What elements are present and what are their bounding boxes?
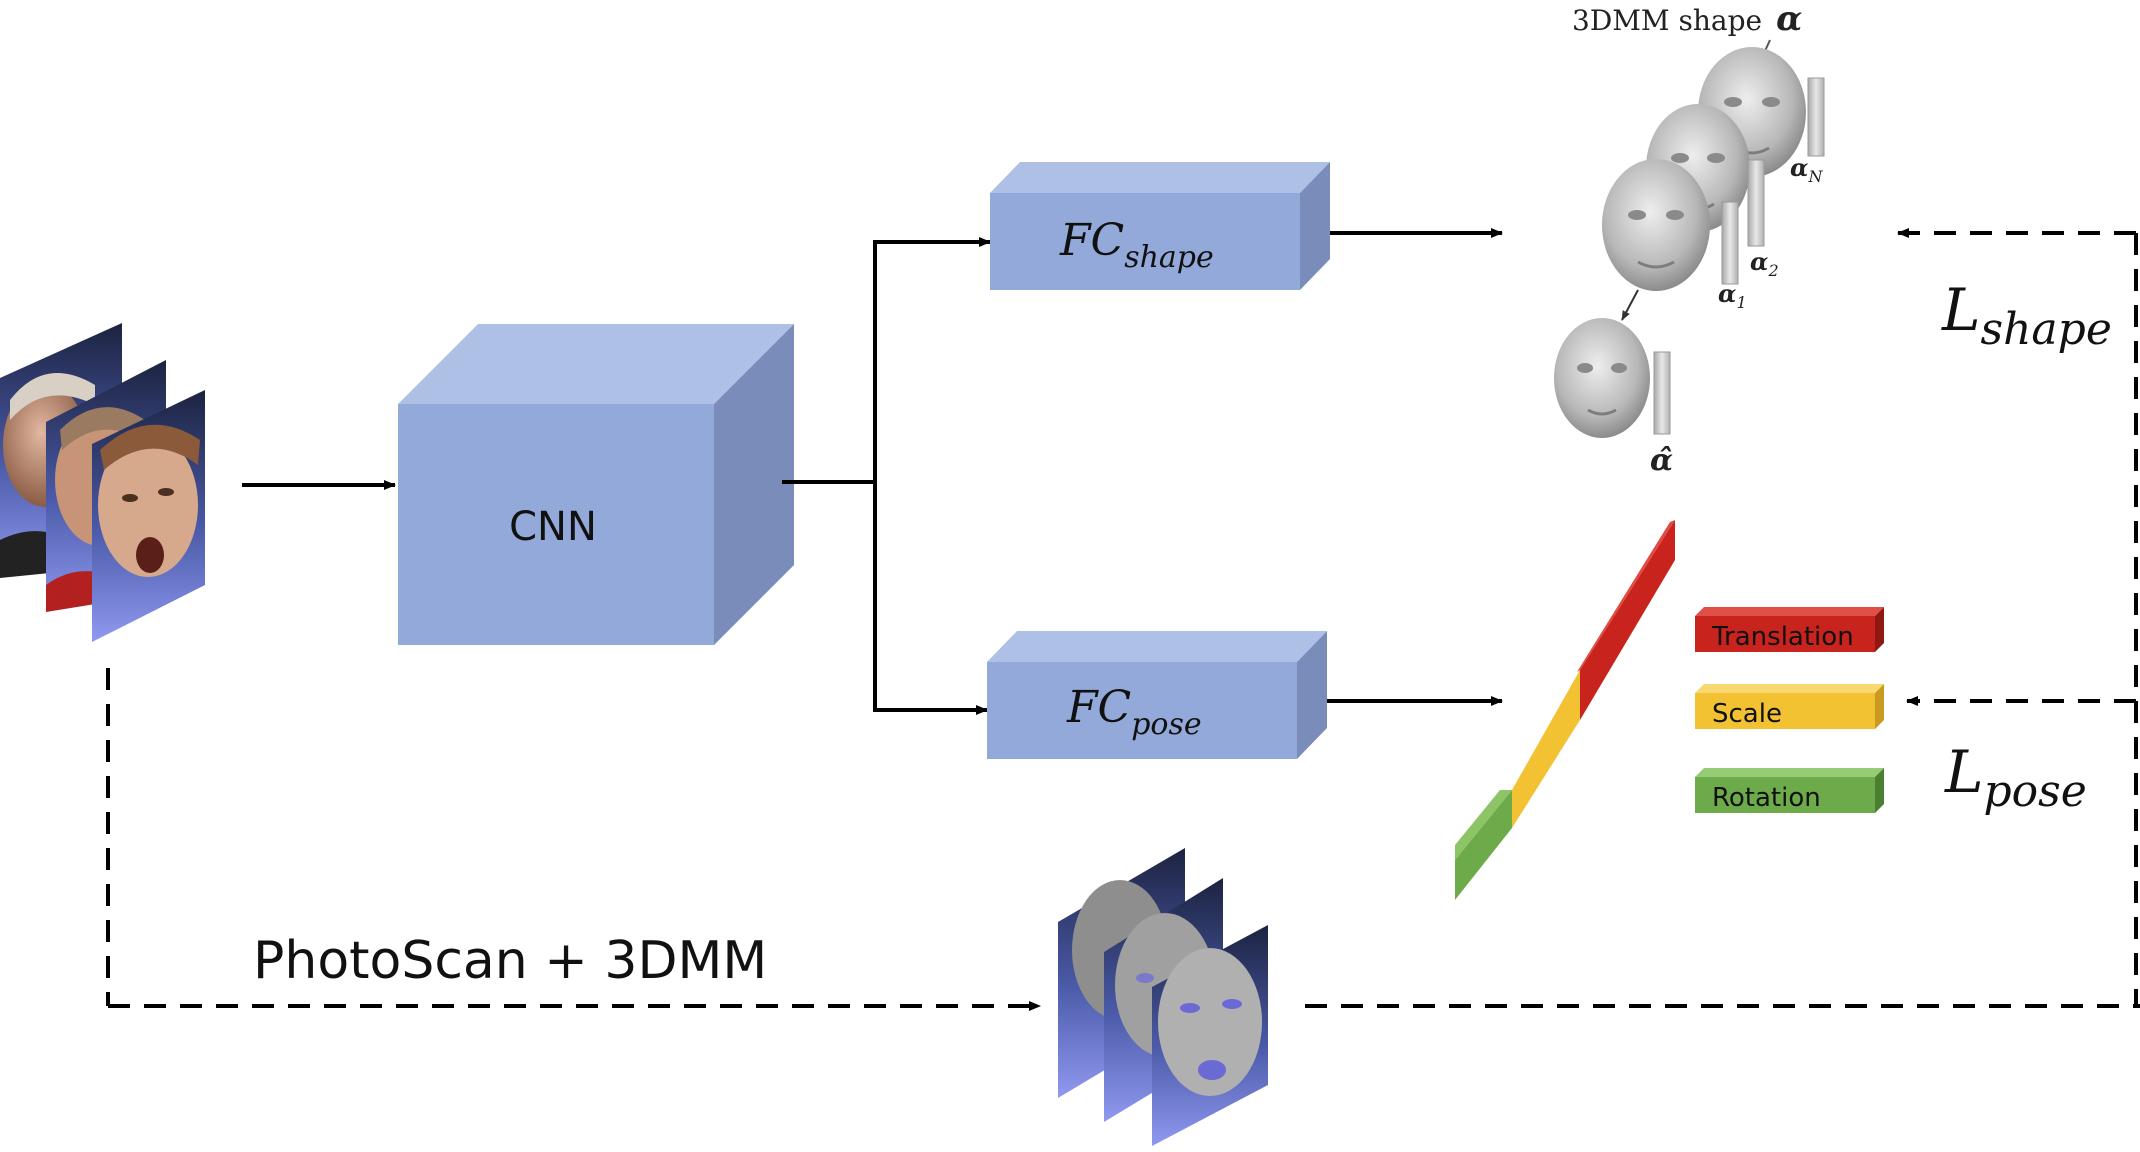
pose-vector <box>1455 520 1675 900</box>
cnn-block: CNN <box>398 324 794 645</box>
branch-connector <box>782 237 991 715</box>
alpha-2-label: α2 <box>1750 247 1779 280</box>
fc-shape-block: FCshape <box>990 162 1330 290</box>
alpha-n-bar <box>1807 77 1825 157</box>
fc-shape-label: FCshape <box>1059 215 1214 275</box>
alpha-n-label: αN <box>1790 153 1823 186</box>
cnn-block-front <box>398 404 714 645</box>
pose-legend: Translation Scale Rotation <box>1695 607 1884 813</box>
pose-vector-translation <box>1580 520 1675 720</box>
legend-scale: Scale <box>1695 684 1884 729</box>
input-face-3 <box>92 390 205 642</box>
alpha-1-label: α1 <box>1718 279 1747 312</box>
svg-text:Scale: Scale <box>1712 699 1782 729</box>
svg-text:Translation: Translation <box>1711 622 1854 652</box>
fc-pose-label: FCpose <box>1066 682 1202 742</box>
photoscan-face-3 <box>1152 925 1268 1146</box>
svg-text:Rotation: Rotation <box>1712 783 1821 813</box>
cnn-block-side <box>714 324 794 645</box>
photoscan-label: PhotoScan + 3DMM <box>253 931 767 991</box>
legend-rotation: Rotation <box>1695 768 1884 813</box>
photoscan-faces <box>1058 848 1268 1146</box>
fc-pose-block: FCpose <box>987 631 1327 759</box>
l-shape-label: Lshape <box>1941 276 2112 355</box>
alpha-2-bar <box>1747 159 1765 247</box>
cnn-label: CNN <box>509 504 597 550</box>
cnn-block-top <box>398 324 794 404</box>
l-pose-label: Lpose <box>1944 738 2087 817</box>
3dmm-face-1 <box>1602 159 1710 291</box>
alpha-hat-bar <box>1653 351 1671 435</box>
dashed-supervision-paths <box>106 228 2140 1011</box>
3dmm-face-predicted <box>1554 318 1650 438</box>
pose-vector-rotation <box>1455 790 1512 900</box>
alpha-hat-label: α̂ <box>1650 443 1673 478</box>
alpha-1-bar <box>1721 201 1739 285</box>
pose-vector-scale <box>1512 670 1580 828</box>
legend-translation: Translation <box>1695 607 1884 652</box>
input-face-images <box>0 323 205 642</box>
